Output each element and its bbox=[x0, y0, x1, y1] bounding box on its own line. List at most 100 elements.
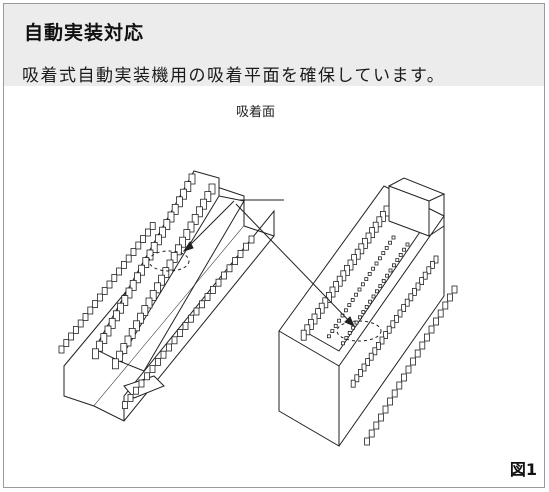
contact-pin bbox=[428, 325, 435, 334]
contact-pin bbox=[150, 241, 158, 253]
contact-pin bbox=[322, 297, 329, 309]
contact-pin bbox=[199, 300, 205, 309]
contact-pin bbox=[377, 413, 384, 422]
contact-pin bbox=[415, 282, 421, 291]
contact-pin bbox=[340, 341, 345, 346]
contact-pin bbox=[149, 222, 156, 230]
contact-pin bbox=[388, 240, 393, 245]
contact-pin bbox=[410, 357, 417, 366]
contact-pin bbox=[144, 228, 151, 237]
contact-pin bbox=[87, 306, 94, 315]
contact-pin bbox=[130, 248, 137, 256]
contact-pin bbox=[200, 198, 208, 210]
contact-pin bbox=[350, 297, 355, 302]
contact-pin bbox=[135, 241, 142, 250]
contact-pin bbox=[149, 289, 157, 301]
contact-pin bbox=[400, 373, 407, 382]
contact-pin bbox=[187, 221, 195, 233]
contact-pin bbox=[191, 213, 199, 225]
contact-pin bbox=[337, 318, 342, 323]
contact-pin bbox=[422, 271, 428, 280]
contact-pin bbox=[101, 287, 108, 295]
contact-pin bbox=[377, 256, 382, 261]
contact-pin bbox=[351, 325, 356, 330]
contact-pin bbox=[108, 317, 116, 329]
contact-pin bbox=[137, 312, 145, 324]
contact-pin bbox=[414, 349, 421, 358]
contact-pin bbox=[361, 237, 368, 249]
contact-pin bbox=[58, 345, 65, 354]
contact-pin bbox=[180, 188, 188, 200]
contact-pin bbox=[128, 327, 136, 339]
contact-pin bbox=[333, 323, 338, 328]
contact-pin bbox=[179, 236, 187, 248]
contact-pin bbox=[82, 313, 89, 321]
contact-pin bbox=[174, 244, 182, 256]
contact-pin bbox=[368, 299, 373, 304]
contact-pin bbox=[379, 211, 386, 222]
contact-pin bbox=[343, 264, 350, 276]
contact-pin bbox=[446, 293, 453, 302]
figure-number: 図1 bbox=[509, 460, 537, 479]
contact-pin bbox=[243, 242, 249, 251]
contact-pin bbox=[127, 393, 134, 402]
contact-pin bbox=[145, 297, 153, 309]
contact-pin bbox=[385, 273, 390, 278]
contact-pin bbox=[371, 294, 376, 299]
contact-pin bbox=[347, 303, 352, 308]
contact-pin bbox=[116, 350, 123, 362]
contact-pin bbox=[163, 219, 171, 231]
contact-pin bbox=[208, 183, 216, 195]
contact-pin bbox=[347, 330, 352, 335]
contact-pin bbox=[248, 235, 255, 244]
contact-pin bbox=[411, 287, 417, 296]
contact-pin bbox=[193, 307, 200, 316]
contact-pin bbox=[153, 282, 161, 294]
contact-pin bbox=[166, 259, 174, 271]
contact-pin bbox=[373, 421, 380, 430]
contact-pin bbox=[426, 266, 432, 275]
contact-pin bbox=[365, 358, 371, 367]
header-band: 自動実装対応 吸着式自動実装機用の吸着平面を確保しています。 bbox=[4, 4, 544, 86]
contact-pin bbox=[402, 247, 407, 252]
contact-pin bbox=[132, 320, 140, 332]
contact-pin bbox=[141, 305, 149, 317]
page-subtitle: 吸着式自動実装機用の吸着平面を確保しています。 bbox=[22, 66, 446, 86]
contact-pin bbox=[354, 320, 359, 325]
contact-pin bbox=[125, 287, 133, 299]
contact-pin bbox=[171, 336, 178, 345]
left-connector bbox=[58, 170, 275, 422]
contact-pin bbox=[381, 251, 386, 256]
contact-pin bbox=[149, 365, 156, 374]
contact-pin bbox=[433, 317, 440, 326]
contact-pin bbox=[374, 289, 379, 294]
contact-pin bbox=[300, 329, 307, 341]
contact-pin bbox=[357, 315, 362, 320]
contact-pin bbox=[357, 287, 362, 292]
contact-pin bbox=[343, 308, 348, 313]
contact-pin bbox=[177, 329, 183, 338]
contact-pin bbox=[100, 333, 108, 345]
contact-pin bbox=[364, 277, 369, 282]
contact-pin bbox=[92, 300, 98, 308]
contact-pin bbox=[423, 333, 430, 342]
contact-pin bbox=[437, 309, 444, 318]
contact-pin bbox=[383, 331, 389, 340]
contact-pin bbox=[391, 235, 396, 240]
contact-pin bbox=[408, 293, 414, 302]
contact-pin bbox=[364, 437, 371, 446]
contact-pin bbox=[142, 257, 150, 269]
contact-pin bbox=[121, 261, 127, 269]
contact-pin bbox=[170, 251, 178, 263]
contact-pin bbox=[371, 266, 376, 271]
contact-pin bbox=[433, 255, 439, 264]
contact-pin bbox=[378, 284, 383, 289]
right-connector bbox=[278, 177, 458, 447]
contact-pin bbox=[382, 405, 389, 414]
contact-pin bbox=[387, 397, 394, 406]
contact-pin bbox=[221, 271, 227, 280]
contact-pin bbox=[326, 334, 331, 339]
contact-pin bbox=[379, 336, 385, 345]
contact-pin bbox=[182, 321, 189, 330]
contact-pin bbox=[442, 301, 449, 310]
